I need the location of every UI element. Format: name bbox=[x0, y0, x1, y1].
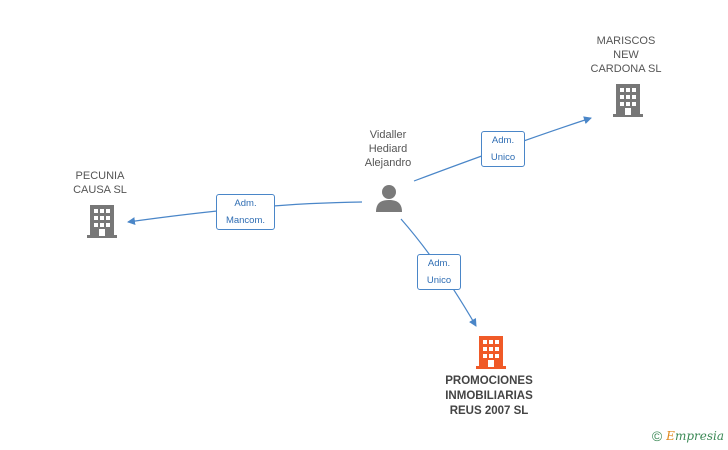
company-name-promociones[interactable]: PROMOCIONES INMOBILIARIAS REUS 2007 SL bbox=[445, 375, 533, 417]
relation-type: Mancom. bbox=[225, 215, 266, 226]
relation-badge-pecunia: Adm. Mancom. bbox=[216, 194, 275, 230]
building-icon[interactable] bbox=[87, 205, 117, 238]
person-name[interactable]: Vidaller Hediard Alejandro bbox=[364, 129, 412, 169]
brand-logo: Empresia bbox=[666, 429, 724, 443]
company-name-pecunia[interactable]: PECUNIA CAUSA SL bbox=[73, 170, 127, 196]
person-icon[interactable] bbox=[376, 185, 402, 212]
brand-rest: mpresia bbox=[674, 429, 724, 443]
relation-role: Adm. bbox=[234, 198, 257, 209]
relation-role: Adm. bbox=[491, 135, 515, 146]
building-icon[interactable] bbox=[476, 336, 506, 369]
building-icon[interactable] bbox=[613, 84, 643, 117]
relation-role: Adm. bbox=[427, 258, 451, 269]
relation-badge-mariscos: Adm. Unico bbox=[481, 131, 525, 167]
copyright-brand[interactable]: © Empresia bbox=[652, 428, 724, 444]
relation-badge-promociones: Adm. Unico bbox=[417, 254, 461, 290]
relation-type: Unico bbox=[426, 275, 452, 286]
copyright-icon: © bbox=[651, 428, 663, 444]
relation-type: Unico bbox=[490, 152, 516, 163]
company-name-mariscos[interactable]: MARISCOS NEW CARDONA SL bbox=[590, 35, 662, 75]
brand-initial: E bbox=[666, 429, 675, 443]
